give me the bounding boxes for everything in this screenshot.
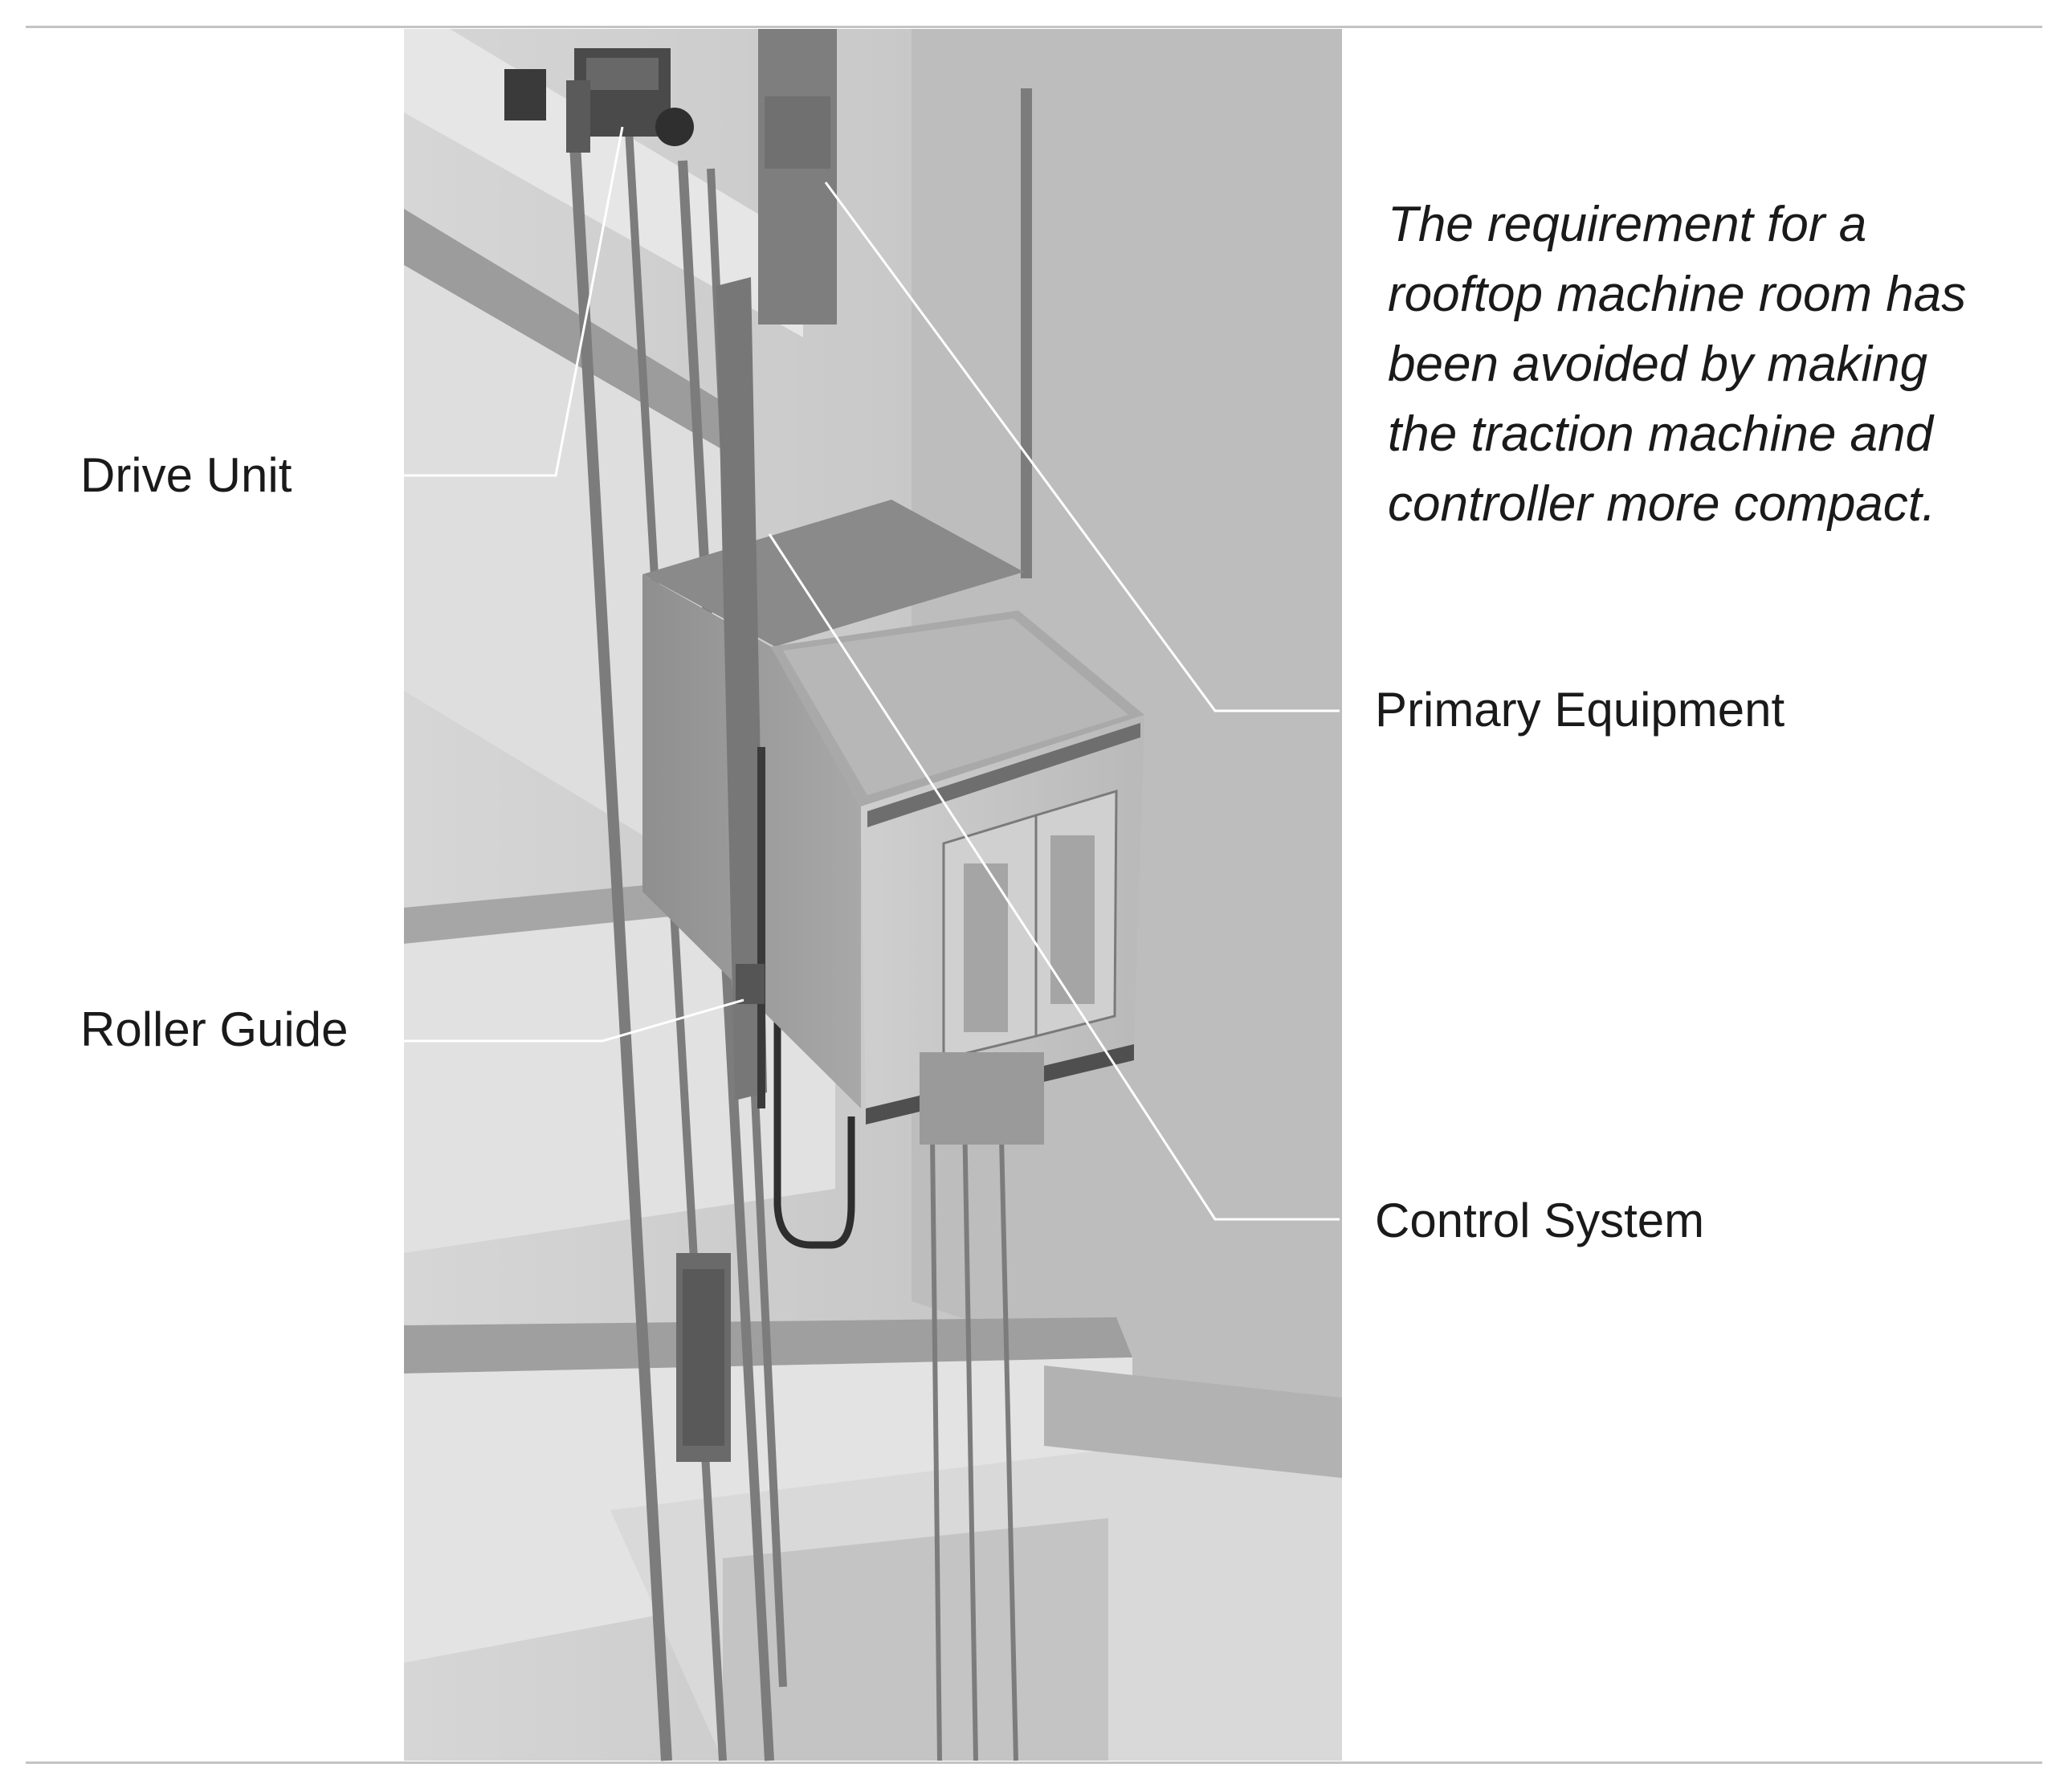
label-drive-unit: Drive Unit <box>80 448 292 502</box>
label-primary-equipment: Primary Equipment <box>1375 683 1785 737</box>
caption-line: the traction machine and <box>1388 406 1933 462</box>
caption-line: rooftop machine room has <box>1388 267 1967 322</box>
caption-line: The requirement for a <box>1388 197 1867 252</box>
caption-line: controller more compact. <box>1388 476 1936 532</box>
caption-line: been avoided by making <box>1388 337 1928 392</box>
label-roller-guide: Roller Guide <box>80 1002 349 1056</box>
leader-primary-equipment <box>824 182 1340 712</box>
bottom-divider <box>26 1761 2042 1764</box>
leader-control-system <box>768 533 1340 1221</box>
controller-panel <box>758 29 837 325</box>
top-divider <box>26 26 2042 28</box>
drive-unit-machine <box>504 48 694 153</box>
elevator-car <box>642 277 1144 1145</box>
leader-drive-unit <box>404 126 624 477</box>
leader-roller-guide <box>404 998 744 1043</box>
leader-lines <box>404 126 1340 1221</box>
caption-text: The requirement for a rooftop machine ro… <box>1388 190 2030 539</box>
counterweight <box>676 1253 731 1462</box>
label-control-system: Control System <box>1375 1194 1705 1247</box>
travelling-cable <box>773 996 855 1249</box>
